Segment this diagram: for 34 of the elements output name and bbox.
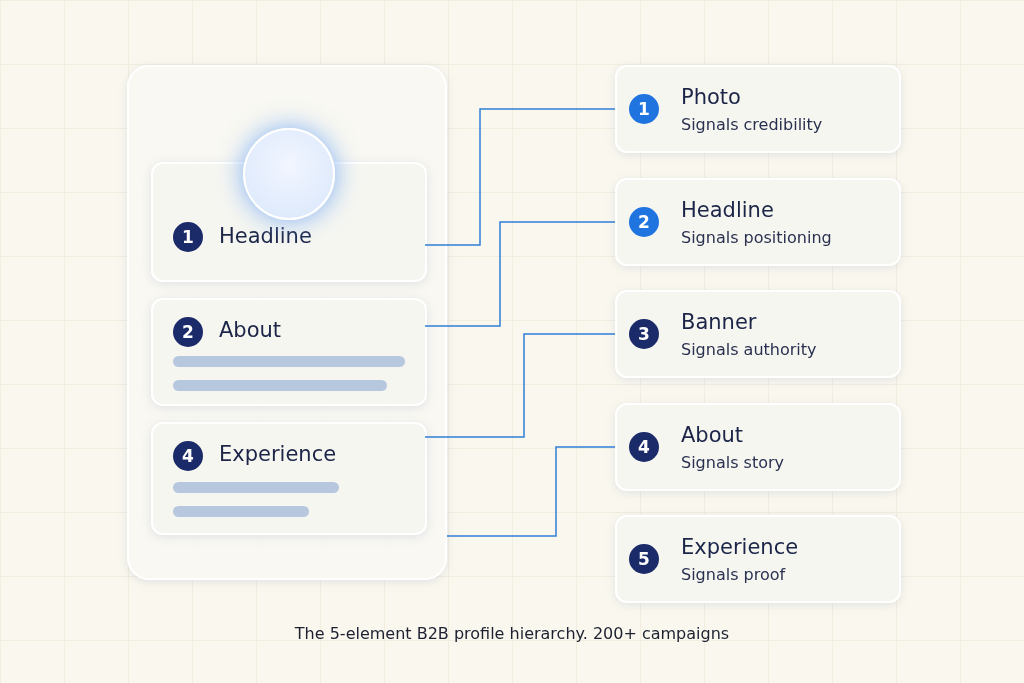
item-description: Signals positioning: [681, 228, 832, 247]
section-label: Experience: [219, 442, 337, 466]
number-badge: 5: [629, 544, 659, 574]
number-badge: 4: [173, 441, 203, 471]
info-card: [615, 178, 901, 266]
number-badge: 1: [173, 222, 203, 252]
item-description: Signals proof: [681, 565, 786, 584]
item-description: Signals credibility: [681, 115, 823, 134]
number-badge: 2: [629, 207, 659, 237]
connector-line: [424, 108, 616, 246]
info-card: [615, 515, 901, 603]
item-description: Signals story: [681, 453, 784, 472]
info-card: [615, 65, 901, 153]
info-card: [615, 290, 901, 378]
item-title: Headline: [681, 198, 774, 222]
info-card: [615, 403, 901, 491]
number-badge: 4: [629, 432, 659, 462]
item-title: Experience: [681, 535, 799, 559]
caption: The 5-element B2B profile hierarchy. 200+ campaigns: [294, 624, 730, 643]
item-title: About: [681, 423, 744, 447]
profile-card: [127, 65, 447, 580]
item-title: Banner: [681, 310, 757, 334]
section-label: Headline: [219, 224, 312, 248]
number-badge: 1: [629, 94, 659, 124]
connector-line: [424, 333, 616, 438]
number-badge: 3: [629, 319, 659, 349]
profile-section-card: [151, 298, 427, 406]
number-badge: 2: [173, 317, 203, 347]
item-title: Photo: [681, 85, 741, 109]
section-label: About: [219, 318, 282, 342]
profile-section-card: [151, 422, 427, 535]
connector-line: [446, 446, 616, 537]
item-description: Signals authority: [681, 340, 817, 359]
connector-line: [424, 221, 616, 327]
